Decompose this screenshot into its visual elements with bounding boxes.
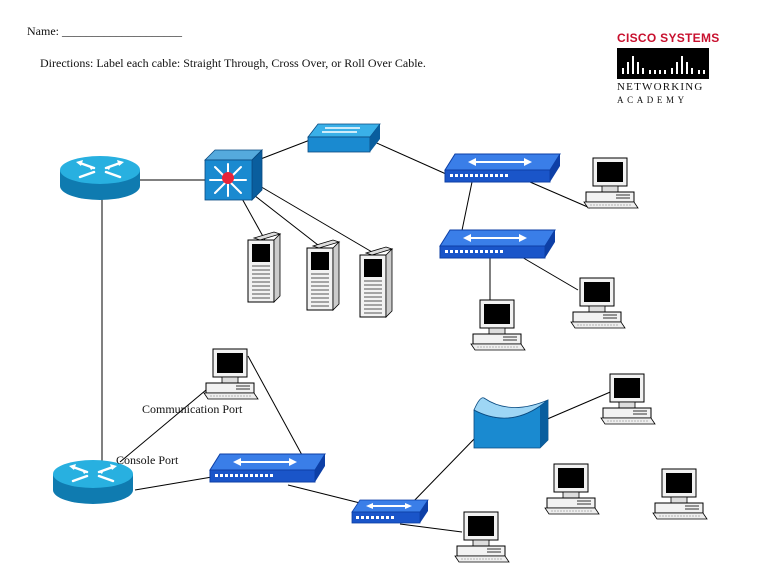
pc-bottom (454, 511, 510, 563)
hub-bottom-center (209, 453, 326, 483)
hub-right-middle (439, 229, 556, 259)
cable-switch-server2 (249, 191, 319, 246)
pc-bridge (600, 373, 656, 425)
cable-group (101, 139, 616, 533)
cable-hub4-pc (399, 523, 463, 533)
router-top-left (58, 154, 142, 202)
bridge-device (473, 397, 549, 449)
pc-bottom-standalone-2 (652, 468, 708, 520)
logo-academy-text: ACADEMY (617, 95, 688, 105)
cable-hub3-hub4 (287, 484, 369, 506)
pc-right-middle (570, 277, 626, 329)
cable-hub4-bridge (409, 434, 479, 506)
cable-switch-server3 (257, 184, 373, 253)
workgroup-switch (307, 123, 381, 153)
name-field-line: Name: ____________________ (27, 24, 182, 38)
pc-communication (203, 348, 259, 400)
logo-networking-text: NETWORKING (617, 81, 704, 93)
hub-right-top (444, 153, 561, 183)
pc-bottom-standalone-1 (544, 463, 600, 515)
directions-text: Directions: Label each cable: Straight T… (40, 56, 426, 70)
cable-router2-hub3 (134, 476, 213, 491)
cable-workgroup-hub1 (369, 139, 456, 179)
cable-hub2-pc-b (519, 255, 579, 291)
logo-graphic (617, 48, 709, 79)
multilayer-switch (204, 149, 263, 201)
server-2 (306, 239, 340, 311)
cable-switch-server1 (239, 194, 266, 241)
server-1 (247, 231, 281, 303)
cable-router2-comm-pc (119, 384, 213, 463)
logo-brand-text: CISCO SYSTEMS (617, 31, 720, 45)
hub-small (351, 499, 429, 524)
server-3 (359, 246, 393, 318)
cable-bridge-pc (544, 389, 616, 421)
pc-center (470, 299, 526, 351)
pc-top-right (583, 157, 639, 209)
communication-port-label: Communication Port (142, 402, 243, 416)
cable-commpc-hub3 (247, 355, 303, 456)
cable-hub1-pc (529, 181, 591, 209)
cable-switch-workgroup (257, 139, 311, 161)
console-port-label: Console Port (116, 453, 179, 467)
